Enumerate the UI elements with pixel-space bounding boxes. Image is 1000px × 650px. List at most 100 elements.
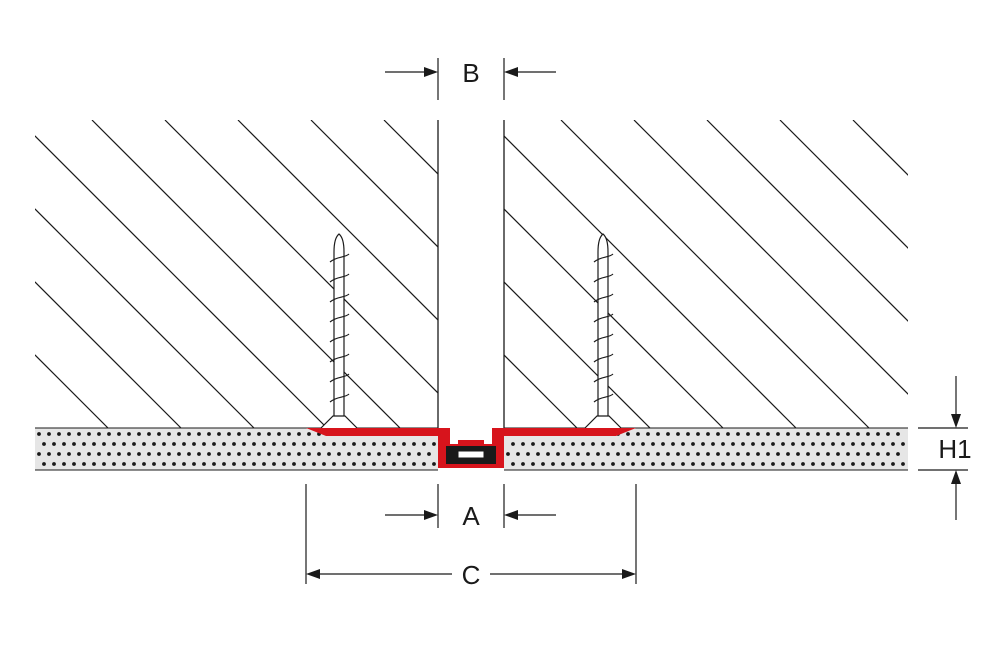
- profile-right-wing: [498, 428, 636, 436]
- slab-dot: [302, 442, 306, 446]
- hatch-line: [383, 120, 438, 175]
- slab-dot: [237, 452, 241, 456]
- slab-dot: [861, 462, 865, 466]
- slab-dot: [412, 442, 416, 446]
- slab-dot: [412, 462, 416, 466]
- slab-dot: [766, 432, 770, 436]
- slab-dot: [322, 442, 326, 446]
- hatch-line: [237, 120, 438, 321]
- slab-dot: [102, 462, 106, 466]
- slab-dot: [277, 452, 281, 456]
- slab-dot: [761, 462, 765, 466]
- slab-dot: [402, 462, 406, 466]
- dimension-h1: [918, 376, 968, 520]
- slab-dot: [791, 442, 795, 446]
- slab-dot: [521, 462, 525, 466]
- dimension-b-label: B: [462, 58, 479, 88]
- dimension-c-arrow-right-head: [622, 569, 636, 579]
- slab-dot: [641, 462, 645, 466]
- slab-dot: [312, 442, 316, 446]
- slab-dot: [432, 442, 436, 446]
- slab-dot: [297, 432, 301, 436]
- slab-dot: [52, 462, 56, 466]
- slab-dot: [387, 452, 391, 456]
- slab-dot: [581, 442, 585, 446]
- slab-dot: [307, 452, 311, 456]
- slab-dot: [636, 432, 640, 436]
- left-screw-head: [317, 415, 361, 431]
- slab-dot: [781, 462, 785, 466]
- slab-dot: [791, 462, 795, 466]
- slab-dot: [132, 462, 136, 466]
- slab-dot: [362, 462, 366, 466]
- slab-dot: [357, 452, 361, 456]
- slab-dot: [631, 442, 635, 446]
- hatch-line: [35, 281, 182, 428]
- slab-dot: [711, 442, 715, 446]
- slab-dot: [262, 462, 266, 466]
- slab-dot: [257, 432, 261, 436]
- slab-dot: [117, 432, 121, 436]
- slab-dot: [352, 462, 356, 466]
- slab-dot: [871, 462, 875, 466]
- slab-dot: [846, 452, 850, 456]
- slab-dot: [581, 462, 585, 466]
- dimension-c-arrow-left-head: [306, 569, 320, 579]
- slab-dot: [227, 452, 231, 456]
- slab-dot: [666, 432, 670, 436]
- slab-dot: [621, 462, 625, 466]
- slab-dot: [626, 452, 630, 456]
- slab-dot: [137, 432, 141, 436]
- slab-dot: [232, 442, 236, 446]
- slab-dot: [212, 462, 216, 466]
- slab-dot: [102, 442, 106, 446]
- slab-dot: [222, 442, 226, 446]
- slab-dot: [541, 462, 545, 466]
- slab-dot: [242, 462, 246, 466]
- slab-dot: [262, 442, 266, 446]
- slab-dot: [686, 452, 690, 456]
- slab-dot: [651, 462, 655, 466]
- slab-dot: [781, 442, 785, 446]
- slab-dot: [591, 442, 595, 446]
- hatch-line: [852, 120, 908, 176]
- dimension-a-arrow-right-head: [504, 510, 518, 520]
- slab-dot: [661, 462, 665, 466]
- slab-dot: [92, 462, 96, 466]
- slab-dot: [292, 462, 296, 466]
- slab-dot: [287, 432, 291, 436]
- slab-dot: [566, 452, 570, 456]
- slab-dot: [711, 462, 715, 466]
- dimension-b: [385, 58, 556, 100]
- slab-dot: [142, 462, 146, 466]
- hatch-line: [504, 354, 578, 428]
- slab-dot: [601, 442, 605, 446]
- slab-dot: [427, 452, 431, 456]
- slab-dot: [756, 432, 760, 436]
- slab-dot: [796, 432, 800, 436]
- slab-dot: [142, 442, 146, 446]
- slab-dot: [372, 462, 376, 466]
- slab-dot: [681, 462, 685, 466]
- slab-dot: [352, 442, 356, 446]
- slab-dot: [52, 442, 56, 446]
- slab-dot: [432, 462, 436, 466]
- slab-dot: [836, 432, 840, 436]
- slab-dot: [546, 452, 550, 456]
- slab-dot: [127, 432, 131, 436]
- slab-dot: [77, 452, 81, 456]
- slab-dot: [237, 432, 241, 436]
- dimension-h1-arrow-top-head: [951, 414, 961, 428]
- slab-dot: [152, 462, 156, 466]
- slab-dot: [516, 452, 520, 456]
- hatch-line: [457, 120, 765, 428]
- slab-dot: [382, 462, 386, 466]
- slab-dot: [212, 442, 216, 446]
- slab-dot: [72, 462, 76, 466]
- slab-dot: [896, 432, 900, 436]
- slab-dot: [47, 432, 51, 436]
- slab-dot: [511, 442, 515, 446]
- slab-dot: [107, 452, 111, 456]
- slab-dot: [506, 452, 510, 456]
